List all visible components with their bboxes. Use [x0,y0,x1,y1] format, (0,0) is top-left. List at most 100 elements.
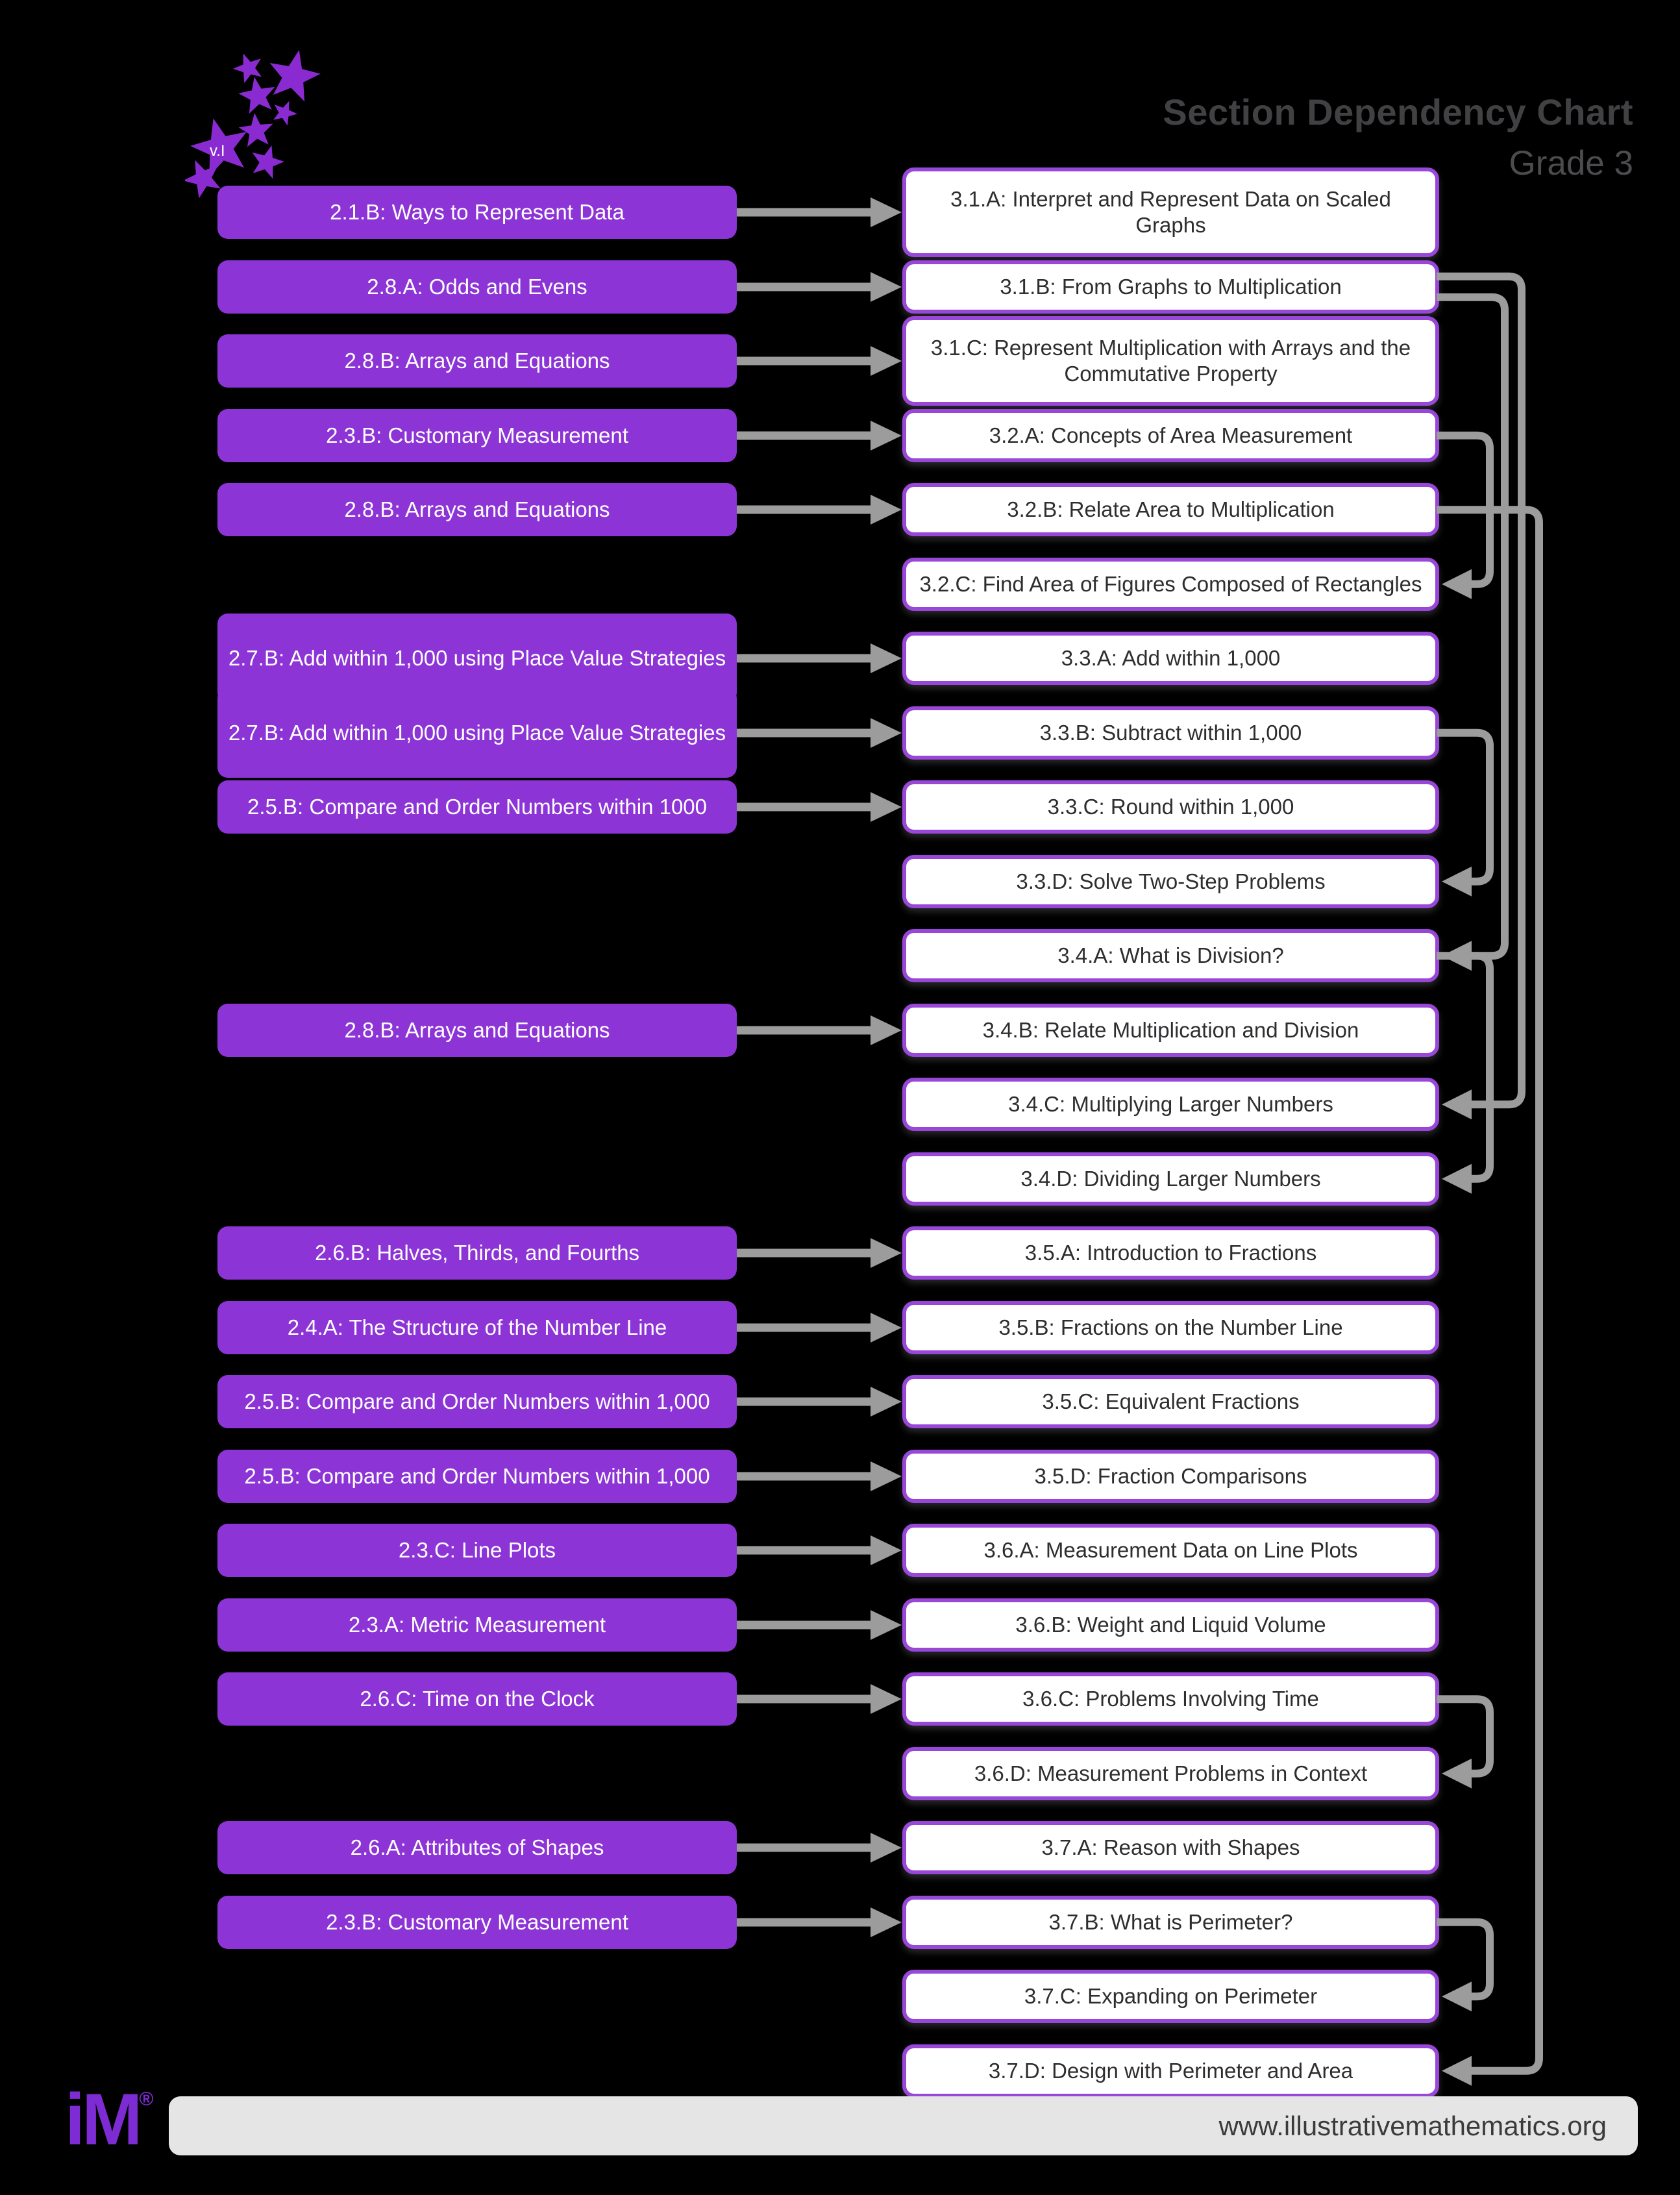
arrow-right-icon [737,271,902,302]
grade3-section-box: 3.5.B: Fractions on the Number Line [902,1300,1439,1354]
grade3-section-box: 3.5.D: Fraction Comparisons [902,1449,1439,1503]
grade2-section-label: 2.8.A: Odds and Evens [367,274,587,299]
arrow-right-icon [737,495,902,525]
grade2-section-label: 2.3.A: Metric Measurement [348,1612,606,1637]
grade2-section-label: 2.3.C: Line Plots [398,1538,556,1563]
dependency-row: 2.5.B: Compare and Order Numbers within … [0,1365,1680,1439]
dependency-row: 2.3.B: Customary Measurement 3.2.A: Conc… [0,399,1680,473]
grade3-section-label: 3.3.B: Subtract within 1,000 [1039,720,1302,745]
arrow-right-icon [737,1609,902,1640]
arrow-right-icon [737,1535,902,1566]
arrow-right-icon [737,1312,902,1343]
grade3-section-box: 3.1.B: From Graphs to Multiplication [902,260,1439,314]
grade3-section-label: 3.7.A: Reason with Shapes [1041,1835,1300,1860]
grade3-section-label: 3.6.B: Weight and Liquid Volume [1015,1612,1326,1637]
grade2-section-label: 2.3.B: Customary Measurement [326,423,628,447]
star-icon [263,44,325,104]
grade3-section-label: 3.4.D: Dividing Larger Numbers [1020,1166,1321,1191]
grade3-section-box: 3.7.A: Reason with Shapes [902,1821,1439,1875]
grade3-section-box: 3.4.B: Relate Multiplication and Divisio… [902,1003,1439,1057]
grade2-section-label: 2.1.B: Ways to Represent Data [330,200,624,225]
grade3-section-label: 3.1.A: Interpret and Represent Data on S… [950,187,1391,238]
grade3-section-label: 3.5.B: Fractions on the Number Line [998,1315,1343,1339]
grade2-section-box: 2.7.B: Add within 1,000 using Place Valu… [217,688,737,778]
star-icon [229,48,267,86]
grade2-section-label: 2.5.B: Compare and Order Numbers within … [244,1389,710,1414]
grade2-section-box: 2.1.B: Ways to Represent Data [217,186,737,240]
grade2-section-label: 2.4.A: The Structure of the Number Line [287,1315,667,1339]
grade2-section-box: 2.3.B: Customary Measurement [217,1895,737,1949]
footer-bar: www.illustrativemathematics.org [169,2096,1638,2155]
arrow-right-icon [737,420,902,451]
grade2-section-box: 2.6.C: Time on the Clock [217,1672,737,1726]
grade2-section-label: 2.6.C: Time on the Clock [360,1687,595,1711]
page-subtitle: Grade 3 [1509,144,1633,182]
grade3-section-box: 3.5.A: Introduction to Fractions [902,1226,1439,1280]
arrow-right-icon [737,1015,902,1045]
arrow-right-icon [737,643,902,674]
dependency-row: 2.3.B: Customary Measurement 3.7.B: What… [0,1885,1680,1960]
grade3-section-label: 3.2.A: Concepts of Area Measurement [989,423,1353,447]
grade3-section-label: 3.6.C: Problems Involving Time [1022,1687,1319,1711]
grade3-section-box: 3.4.D: Dividing Larger Numbers [902,1152,1439,1206]
grade3-section-label: 3.4.C: Multiplying Larger Numbers [1008,1092,1333,1117]
dependency-row: 3.4.C: Multiplying Larger Numbers [0,1067,1680,1142]
dependency-row: 2.6.A: Attributes of Shapes 3.7.A: Reaso… [0,1811,1680,1885]
grade2-section-box: 2.3.B: Customary Measurement [217,408,737,462]
grade2-section-box: 2.5.B: Compare and Order Numbers within … [217,1449,737,1503]
star-icon [247,140,288,181]
grade2-section-label: 2.3.B: Customary Measurement [326,1909,628,1934]
grade3-section-label: 3.4.B: Relate Multiplication and Divisio… [982,1017,1359,1042]
grade3-section-box: 3.6.D: Measurement Problems in Context [902,1746,1439,1800]
grade3-section-box: 3.1.C: Represent Multiplication with Arr… [902,316,1439,406]
grade2-section-box: 2.5.B: Compare and Order Numbers within … [217,1375,737,1429]
dependency-row: 2.5.B: Compare and Order Numbers within … [0,1439,1680,1514]
page-header: Section Dependency Chart Grade 3 [1163,91,1633,183]
grade2-section-box: 2.3.C: Line Plots [217,1524,737,1578]
grade3-section-box: 3.4.A: What is Division? [902,929,1439,983]
grade2-section-box: 2.8.B: Arrays and Equations [217,483,737,537]
grade2-section-box: 2.6.B: Halves, Thirds, and Fourths [217,1226,737,1280]
dependency-row: 3.7.C: Expanding on Perimeter [0,1959,1680,2034]
dependency-row: 2.7.B: Add within 1,000 using Place Valu… [0,614,1680,704]
dependency-row: 3.2.C: Find Area of Figures Composed of … [0,547,1680,622]
footer-url: www.illustrativemathematics.org [1218,2110,1607,2141]
grade3-section-label: 3.7.C: Expanding on Perimeter [1024,1984,1318,2009]
grade3-section-label: 3.4.A: What is Division? [1057,943,1284,968]
grade3-section-label: 3.5.D: Fraction Comparisons [1034,1463,1307,1488]
dependency-row: 2.8.B: Arrays and Equations 3.1.C: Repre… [0,316,1680,406]
grade3-section-box: 3.7.C: Expanding on Perimeter [902,1970,1439,2024]
grade2-section-box: 2.4.A: The Structure of the Number Line [217,1300,737,1354]
registered-mark: ® [139,2089,154,2110]
grade2-section-label: 2.5.B: Compare and Order Numbers within … [247,795,708,819]
arrow-right-icon [737,1907,902,1937]
dependency-row: 2.4.A: The Structure of the Number Line … [0,1291,1680,1365]
grade3-section-label: 3.3.C: Round within 1,000 [1047,795,1294,819]
arrow-right-icon [737,792,902,823]
grade2-section-box: 2.8.B: Arrays and Equations [217,334,737,388]
star-icon [269,96,301,128]
grade3-section-box: 3.6.B: Weight and Liquid Volume [902,1598,1439,1652]
dependency-row: 2.6.B: Halves, Thirds, and Fourths 3.5.A… [0,1216,1680,1291]
grade3-section-label: 3.5.A: Introduction to Fractions [1024,1241,1317,1265]
dependency-row: 2.8.B: Arrays and Equations 3.2.B: Relat… [0,473,1680,547]
im-logo: iM® [65,2077,154,2161]
grade3-section-label: 3.1.C: Represent Multiplication with Arr… [930,336,1411,386]
dependency-row: 2.6.C: Time on the Clock 3.6.C: Problems… [0,1662,1680,1737]
grade2-section-label: 2.8.B: Arrays and Equations [344,1017,610,1042]
dependency-row: 3.6.D: Measurement Problems in Context [0,1737,1680,1811]
dependency-row: 2.7.B: Add within 1,000 using Place Valu… [0,688,1680,778]
arrow-right-icon [737,1461,902,1491]
grade3-section-label: 3.7.D: Design with Perimeter and Area [988,2058,1353,2083]
grade2-section-box: 2.8.B: Arrays and Equations [217,1003,737,1057]
dependency-row: 2.1.B: Ways to Represent Data 3.1.A: Int… [0,167,1680,258]
grade3-section-box: 3.2.A: Concepts of Area Measurement [902,408,1439,462]
grade3-section-box: 3.6.C: Problems Involving Time [902,1672,1439,1726]
grade3-section-label: 3.6.D: Measurement Problems in Context [974,1761,1368,1785]
grade3-section-label: 3.5.C: Equivalent Fractions [1042,1389,1300,1414]
dependency-row: 3.4.A: What is Division? [0,919,1680,993]
grade3-section-label: 3.6.A: Measurement Data on Line Plots [983,1538,1358,1563]
arrow-right-icon [737,346,902,377]
grade2-section-label: 2.7.B: Add within 1,000 using Place Valu… [228,720,726,745]
grade2-section-label: 2.6.A: Attributes of Shapes [350,1835,604,1860]
